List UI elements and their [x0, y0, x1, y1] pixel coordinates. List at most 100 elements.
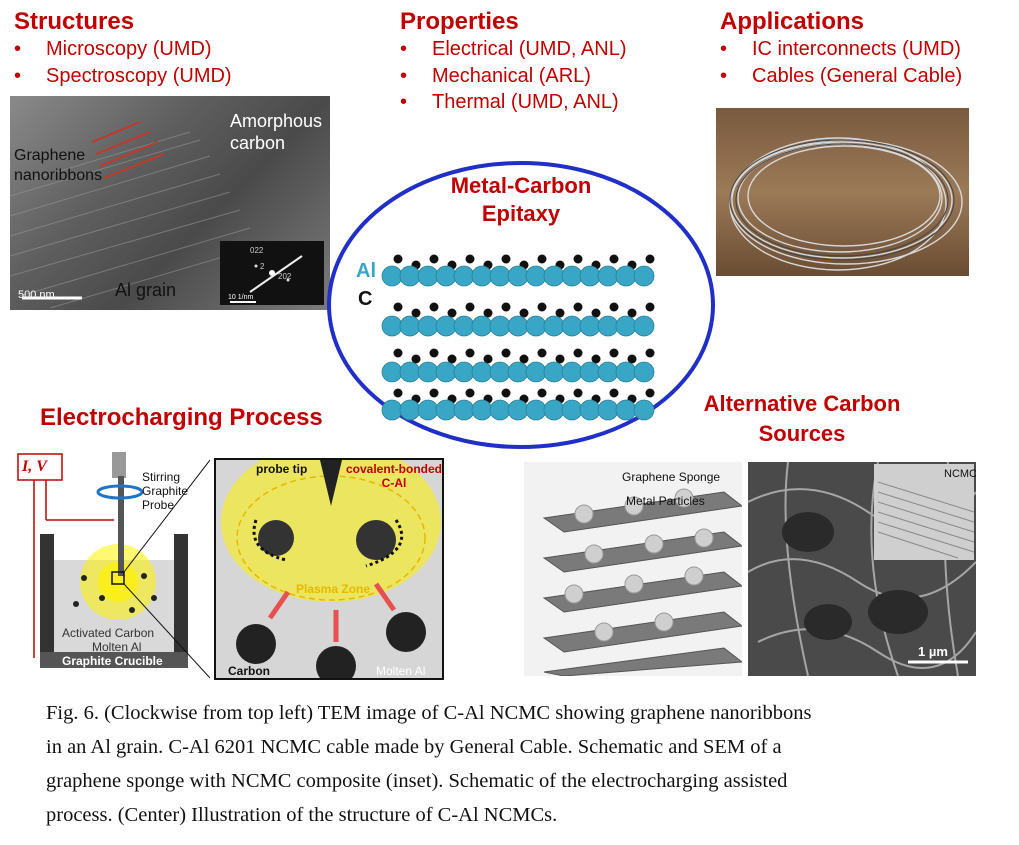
carbon-atom — [501, 254, 511, 264]
caption-line: process. (Center) Illustration of the st… — [46, 804, 558, 826]
aluminum-atom — [489, 361, 511, 383]
aluminum-atom — [597, 315, 619, 337]
properties-item: Electrical (UMD, ANL) — [400, 36, 626, 63]
aluminum-atom — [543, 399, 565, 421]
carbon-atom — [465, 302, 475, 312]
molten-al-label-2: Molten Al — [376, 664, 426, 678]
aluminum-atom — [615, 265, 637, 287]
carbon-atom — [609, 388, 619, 398]
carbon-atom — [573, 254, 583, 264]
applications-heading: Applications — [720, 8, 865, 35]
carbon-atom — [483, 354, 493, 364]
tem-graphene-label: Graphene nanoribbons — [14, 147, 103, 184]
carbon-atom — [393, 254, 403, 264]
tem-image: Amorphous carbon Graphene nanoribbons Al… — [10, 96, 330, 310]
aluminum-atom — [471, 399, 493, 421]
carbon-atom — [483, 308, 493, 318]
aluminum-atom — [579, 265, 601, 287]
tem-inset-scale: 10 1/nm — [228, 294, 254, 301]
aluminum-atom — [579, 315, 601, 337]
electro-heading: Electrocharging Process — [40, 404, 323, 431]
carbon-atom — [465, 348, 475, 358]
sponge-layers — [542, 488, 742, 676]
covalent-label: covalent-bonded C-Al — [346, 462, 443, 490]
carbon-atom — [465, 388, 475, 398]
ncmc-inset-label: NCMC — [944, 468, 976, 480]
carbon-atom — [519, 354, 529, 364]
aluminum-atom — [633, 399, 655, 421]
properties-section: Properties Electrical (UMD, ANL) Mechani… — [400, 8, 626, 116]
aluminum-atom — [435, 399, 457, 421]
figure-caption: Fig. 6. (Clockwise from top left) TEM im… — [46, 696, 1006, 832]
aluminum-atom — [507, 361, 529, 383]
metal-carbon-illustration — [327, 161, 715, 449]
aluminum-atom — [435, 361, 457, 383]
aluminum-atom — [525, 399, 547, 421]
carbon-atom — [645, 302, 655, 312]
carbon-atom — [555, 354, 565, 364]
carbon-atom — [645, 348, 655, 358]
structures-heading: Structures — [14, 8, 135, 35]
electro-schematic: I, V Stirring Graphite Probe Activated C… — [14, 448, 210, 680]
crucible-label: Graphite Crucible — [62, 654, 163, 668]
aluminum-atom — [525, 265, 547, 287]
aluminum-atom — [579, 399, 601, 421]
aluminum-atom — [597, 361, 619, 383]
center-label-c: C — [358, 288, 373, 310]
carbon-atom — [573, 348, 583, 358]
structures-item: Spectroscopy (UMD) — [14, 63, 232, 90]
tem-texture — [10, 121, 324, 309]
aluminum-atom — [399, 265, 421, 287]
aluminum-atom — [453, 315, 475, 337]
plasma-zone-drawing — [221, 460, 441, 678]
aluminum-atom — [633, 361, 655, 383]
center-panel: Metal-Carbon Epitaxy Al C — [326, 160, 716, 450]
aluminum-atom — [597, 399, 619, 421]
aluminum-atom — [381, 399, 403, 421]
structures-list: Microscopy (UMD) Spectroscopy (UMD) — [14, 36, 232, 89]
properties-item: Mechanical (ARL) — [400, 63, 626, 90]
plasma-zone-panel: probe tip covalent-bonded C-Al Plasma Zo… — [214, 458, 444, 680]
carbon-atom — [519, 308, 529, 318]
aluminum-atom — [381, 265, 403, 287]
carbon-atom — [411, 354, 421, 364]
sem-scale-label: 1 µm — [918, 644, 948, 659]
center-title-line2: Epitaxy — [481, 201, 561, 226]
carbon-atom — [447, 308, 457, 318]
aluminum-atom — [525, 315, 547, 337]
tem-inset-label: 202 — [278, 272, 292, 281]
carbon-atom — [411, 308, 421, 318]
carbon-atom — [609, 348, 619, 358]
carbon-label: Carbon — [228, 664, 270, 678]
aluminum-atom — [561, 315, 583, 337]
iv-label: I, V — [22, 458, 47, 475]
aluminum-atom — [615, 361, 637, 383]
center-label-al: Al — [356, 260, 376, 282]
carbon-atom — [591, 354, 601, 364]
carbon-atom — [429, 254, 439, 264]
graphene-sponge-schematic: Graphene Sponge Metal Particles — [524, 462, 742, 676]
applications-item: Cables (General Cable) — [720, 63, 962, 90]
carbon-atom — [591, 308, 601, 318]
carbon-atom — [447, 354, 457, 364]
cable-photo — [716, 108, 969, 276]
carbon-atom — [573, 302, 583, 312]
aluminum-atom — [543, 361, 565, 383]
aluminum-atom — [399, 361, 421, 383]
cable-coils — [729, 137, 963, 271]
carbon-atom — [573, 388, 583, 398]
aluminum-atom — [633, 315, 655, 337]
activated-carbon-label: Activated Carbon — [62, 626, 155, 640]
caption-line: graphene sponge with NCMC composite (ins… — [46, 770, 788, 792]
aluminum-atom — [417, 361, 439, 383]
aluminum-atom — [525, 361, 547, 383]
aluminum-atom — [543, 315, 565, 337]
sem-texture — [748, 462, 976, 676]
carbon-atom — [465, 254, 475, 264]
caption-line: Fig. 6. (Clockwise from top left) TEM im… — [46, 702, 812, 724]
carbon-atom — [555, 308, 565, 318]
carbon-atom — [537, 348, 547, 358]
sponge-label: Graphene Sponge — [622, 470, 721, 484]
center-title-line1: Metal-Carbon — [450, 173, 592, 198]
carbon-atom — [537, 302, 547, 312]
